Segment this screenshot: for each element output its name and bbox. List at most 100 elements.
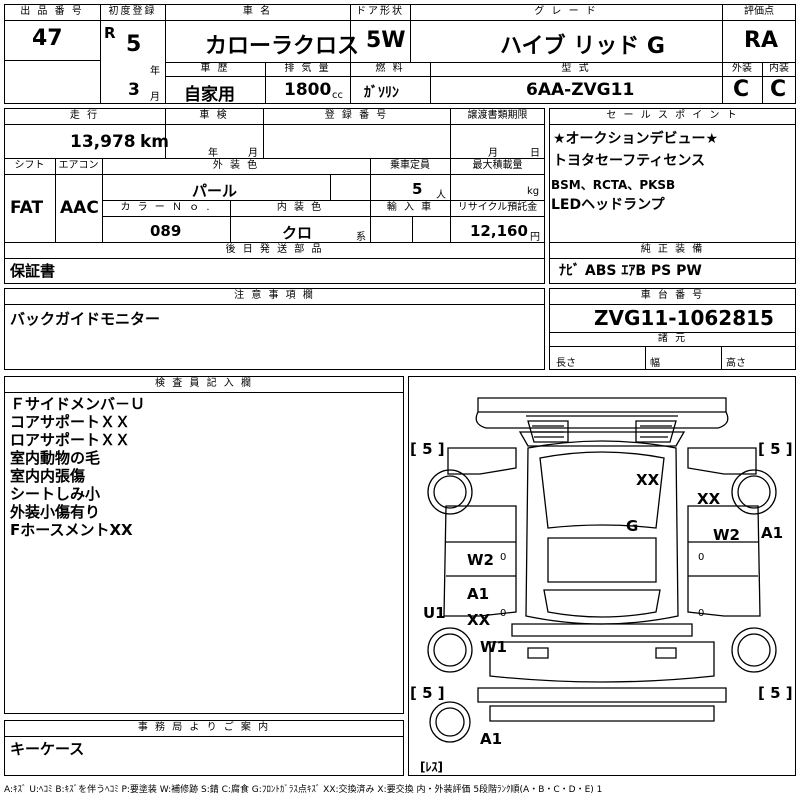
- fuel-label: 燃 料: [375, 63, 405, 74]
- cc-unit: cc: [332, 90, 343, 101]
- history-label: 車 歴: [200, 63, 230, 74]
- office-notice-block: [4, 720, 404, 776]
- damage-right-rear-fender: A1: [761, 524, 784, 542]
- damage-windshield: G: [626, 517, 639, 535]
- interior-label: 内装: [769, 63, 789, 74]
- color-number-label: カ ラ ー Ｎ ｏ .: [120, 202, 212, 213]
- deadline-month-unit: 月: [488, 148, 498, 159]
- score-label: 評価点: [744, 6, 774, 17]
- inspector-note-3: ロアサポートＸＸ: [10, 431, 131, 449]
- exterior-score: C: [733, 77, 750, 102]
- damage-left-rear-xx: XX: [467, 611, 491, 629]
- sales-points-label: セ ー ル ス ポ イ ン ト: [606, 110, 739, 121]
- door-type-label: ドア形状: [356, 6, 404, 17]
- interior-score: C: [770, 77, 787, 102]
- deadline-day-unit: 日: [530, 148, 540, 159]
- sales-point-3: BSM、RCTA、PKSB: [551, 178, 676, 192]
- cautions-label: 注 意 事 項 欄: [234, 290, 315, 301]
- chassis-label: 車 台 番 号: [640, 290, 705, 301]
- damage-legend: A:ｷｽﾞ U:ﾍｺﾐ B:ｷｽﾞを伴うﾍｺﾐ P:要塗装 W:補修跡 S:錆 …: [4, 785, 603, 795]
- interior-color-label: 内 装 色: [276, 202, 324, 213]
- tire-tread-mark-4: 0: [698, 608, 705, 619]
- color-number: 089: [150, 222, 182, 240]
- displacement-label: 排 気 量: [284, 63, 331, 74]
- year-unit: 年: [150, 66, 160, 77]
- later-parts-label: 後 日 発 送 部 品: [225, 244, 324, 255]
- damage-hood: XX: [636, 471, 660, 489]
- cautions-block: [4, 288, 545, 370]
- model: 6AA-ZVG11: [526, 80, 635, 100]
- inspector-note-1: Ｆサイドメンバ－Ｕ: [10, 395, 146, 413]
- inspection-label: 車 検: [199, 110, 229, 121]
- inspector-block: [4, 376, 404, 714]
- inspection-year-unit: 年: [208, 148, 218, 159]
- grade-label: グ レ ー ド: [534, 6, 598, 17]
- fuel: ｶﾞｿﾘﾝ: [364, 85, 399, 101]
- aircon: AAC: [60, 198, 99, 218]
- yen-unit: 円: [530, 232, 540, 243]
- inspector-note-2: コアサポートＸＸ: [10, 413, 131, 431]
- damage-left-door: W2: [467, 551, 494, 569]
- interior-color: クロ: [282, 224, 313, 242]
- inspector-note-5: 室内内張傷: [10, 467, 86, 485]
- damage-left-rear-a: A1: [467, 585, 490, 603]
- damage-left-rocker: U1: [423, 604, 446, 622]
- later-parts: 保証書: [10, 262, 56, 280]
- tire-tread-mark-3: 0: [698, 552, 705, 563]
- recycle-deposit: 12,160: [470, 222, 528, 240]
- car-body-diagram: [427, 397, 777, 743]
- spare-tire-status: [ﾚｽ]: [420, 760, 443, 774]
- mileage: 13,978: [70, 132, 136, 152]
- history: 自家用: [184, 85, 235, 105]
- kg-unit: kg: [527, 186, 540, 197]
- interior-color-unit: 系: [356, 232, 366, 243]
- tire-depth-rear-right: [ 5 ]: [758, 684, 793, 702]
- damage-left-rear-fender: W1: [480, 638, 507, 656]
- first-registration-label: 初度登録: [108, 6, 157, 17]
- score: RA: [744, 28, 778, 53]
- registration-year: 5: [126, 32, 142, 57]
- genuine-equipment: ﾅﾋﾞ ABS ｴｱB PS PW: [559, 263, 702, 279]
- cautions: バックガイドモニター: [10, 310, 161, 328]
- tire-tread-mark-1: 0: [500, 552, 507, 563]
- exterior-label: 外装: [732, 63, 752, 74]
- tire-tread-mark-2: 0: [500, 608, 507, 619]
- inspector-note-6: シートしみ小: [10, 485, 101, 503]
- registration-month: 3: [128, 80, 140, 100]
- exterior-color-label: 外 装 色: [212, 160, 260, 171]
- shift-label: シフト: [14, 160, 45, 171]
- recycle-label: リサイクル預託金: [457, 202, 538, 213]
- aircon-label: エアコン: [58, 160, 99, 171]
- displacement: 1800: [284, 80, 332, 100]
- import-label: 輸 入 車: [386, 202, 434, 213]
- capacity-label: 乗車定員: [390, 160, 430, 171]
- tire-depth-front-right: [ 5 ]: [758, 440, 793, 458]
- capacity: 5: [412, 180, 423, 198]
- inspector-label: 検 査 員 記 入 欄: [155, 378, 253, 389]
- office-notice-label: 事 務 局 よ り ご 案 内: [137, 722, 271, 733]
- month-unit: 月: [150, 92, 160, 103]
- damage-right-front: XX: [697, 490, 721, 508]
- sales-point-4: LEDヘッドランプ: [551, 197, 665, 213]
- damage-rear-bumper: A1: [480, 730, 503, 748]
- door-type: 5W: [366, 28, 406, 53]
- sales-point-2: トヨタセーフティセンス: [553, 153, 706, 169]
- lot-number-label: 出 品 番 号: [20, 6, 84, 17]
- era: R: [104, 24, 116, 42]
- person-unit: 人: [436, 190, 446, 201]
- shift: FAT: [10, 198, 44, 218]
- chassis-block: [549, 288, 796, 370]
- sales-points-block: [549, 108, 796, 284]
- chassis-number: ZVG11-1062815: [594, 306, 774, 330]
- damage-diagram-block: [408, 376, 796, 776]
- length-label: 長さ: [556, 358, 576, 369]
- inspector-note-8: FホースメントXX: [10, 521, 133, 539]
- height-label: 高さ: [726, 358, 746, 369]
- car-name: カローラクロス: [205, 34, 360, 59]
- tire-depth-front-left: [ 5 ]: [410, 440, 445, 458]
- mileage-label: 走 行: [69, 110, 100, 121]
- vehicle-details-block: [4, 108, 545, 284]
- inspector-note-7: 外装小傷有り: [10, 503, 101, 521]
- exterior-color: パール: [192, 182, 238, 200]
- registration-number-label: 登 録 番 号: [324, 110, 389, 121]
